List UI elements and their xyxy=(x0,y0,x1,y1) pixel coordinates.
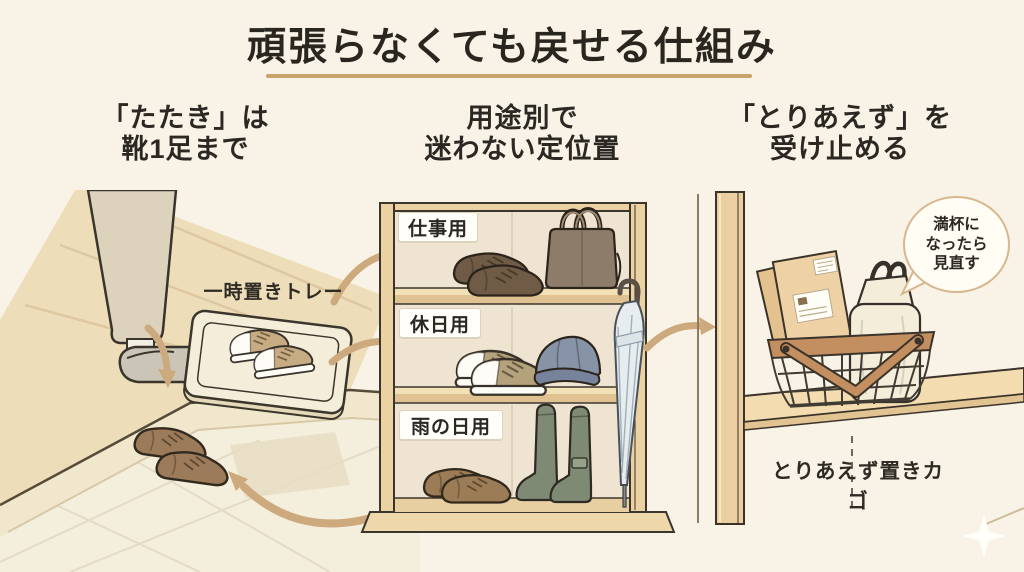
heading-line: 「とりあえず」を xyxy=(728,103,952,133)
arrow-return-icon xyxy=(228,471,388,528)
heading-line: 受け止める xyxy=(770,134,910,164)
section-heading-shelf: 用途別で 迷わない定位置 xyxy=(395,103,650,165)
rain-boots xyxy=(515,403,593,504)
bubble-line: なったら xyxy=(925,235,988,253)
wire-basket xyxy=(766,330,936,408)
section-heading-tataki: 「たたき」は 靴1足まで xyxy=(58,103,313,165)
bubble-line: 満杯に xyxy=(933,215,980,233)
shelf-row-label-weekend: 休日用 xyxy=(399,308,481,338)
floor-corner-line xyxy=(985,507,1024,525)
title-underline xyxy=(266,74,752,78)
arrow-down-icon xyxy=(144,324,176,388)
tote-bag xyxy=(544,207,622,290)
basket-label: とりあえず置きカゴ xyxy=(772,460,944,513)
basket-scene-illustration xyxy=(697,191,1024,525)
arrow-to-basket-icon xyxy=(643,317,716,352)
baseball-cap xyxy=(533,335,602,387)
heading-line: 「たたき」は xyxy=(101,103,270,133)
shelf-row-label-rain: 雨の日用 xyxy=(399,410,503,440)
heading-line: 迷わない定位置 xyxy=(424,134,621,164)
shelf-base xyxy=(360,511,676,533)
shelf-row-label-work: 仕事用 xyxy=(398,212,478,242)
review-speech-bubble: 満杯に なったら 見直す xyxy=(903,196,1010,293)
page-title: 頑張らなくても戻せる仕組み xyxy=(247,26,777,69)
tray-shadow xyxy=(230,432,350,498)
heading-line: 用途別で xyxy=(466,103,579,133)
entryway-scene-illustration xyxy=(0,190,420,572)
bubble-line: 見直す xyxy=(933,255,980,273)
umbrella xyxy=(613,278,645,508)
section-heading-basket: 「とりあえず」を 受け止める xyxy=(707,103,973,165)
tray-label: 一時置きトレー xyxy=(203,282,344,303)
heading-line: 靴1足まで xyxy=(121,134,250,164)
entry-pillar xyxy=(715,191,745,525)
parcel-box xyxy=(755,249,853,357)
shoe-shelf-illustration xyxy=(360,202,716,533)
